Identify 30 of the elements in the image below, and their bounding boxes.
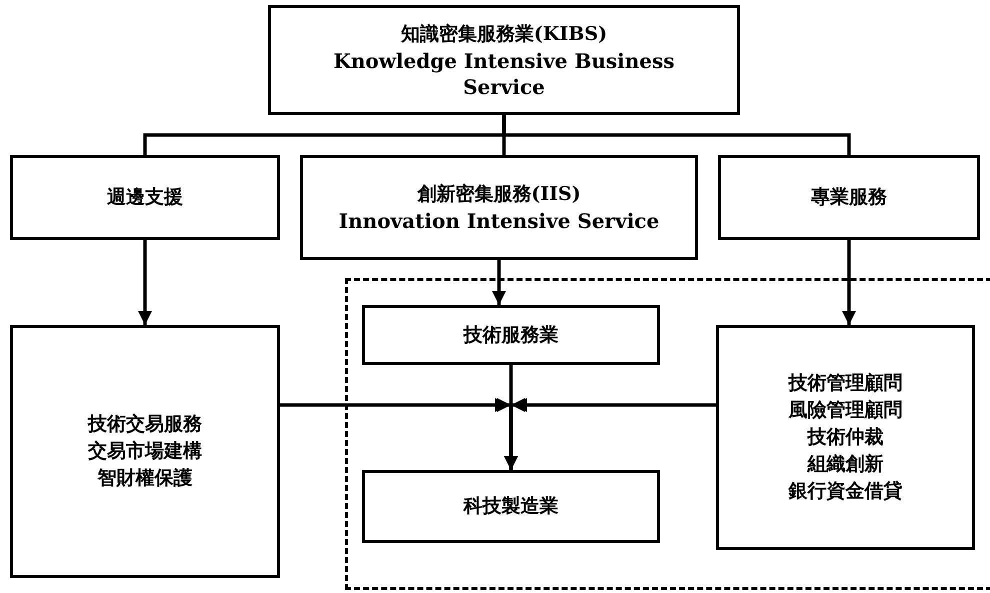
box-label: Knowledge Intensive Business Service [332,48,676,100]
dashed-frame [345,278,990,590]
process-box [300,155,698,260]
process-box [10,155,280,240]
box-label: 智財權保護 [98,466,192,491]
box-label: 技術交易服務 [88,412,202,437]
box-label: 交易市場建構 [88,439,202,464]
box-label: Innovation Intensive Service [338,208,660,234]
connector-line [502,115,851,155]
arrow [138,240,152,325]
process-box [268,5,740,115]
box-label: 科技製造業 [464,494,558,519]
process-box [718,155,980,240]
arrow [492,260,506,305]
arrow [842,240,856,325]
box-label: 技術管理顧問 [788,371,902,396]
process-box [716,325,975,550]
box-label: 銀行資金借貸 [788,479,902,504]
process-box [362,470,660,543]
box-label: 週邊支援 [107,185,183,210]
box-label: 創新密集服務(IIS) [417,182,581,207]
process-box [10,325,280,578]
box-label: 風險管理顧問 [788,398,902,423]
box-label: 知識密集服務業(KIBS) [400,22,608,46]
process-box [362,305,660,365]
box-label: 組織創新 [808,452,884,477]
box-label: 專業服務 [811,185,887,210]
arrow [504,398,716,470]
box-label: 技術服務業 [464,322,558,348]
box-label: 技術仲裁 [808,425,884,450]
